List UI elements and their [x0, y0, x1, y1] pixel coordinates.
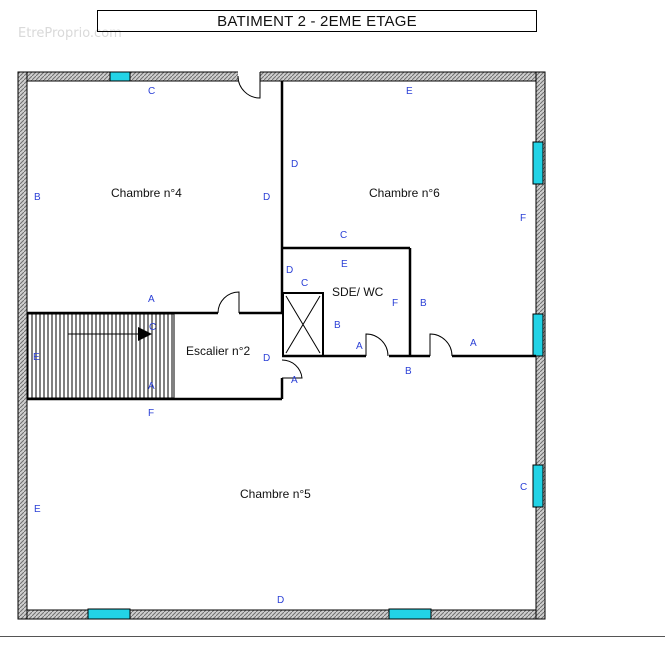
door-chambre6 — [429, 333, 453, 357]
door-stair-small — [281, 359, 303, 379]
wall-letter: F — [148, 408, 154, 419]
doors — [217, 72, 453, 379]
windows — [87, 71, 544, 620]
wall-letters: C B D A E D F C E D C F B A B E C A D A … — [33, 86, 527, 606]
wall-letter: A — [470, 338, 477, 349]
wall-letter: A — [356, 341, 363, 352]
watermark: EtreProprio.com — [18, 26, 122, 41]
wall-letter: D — [277, 595, 284, 606]
window-top — [109, 71, 131, 82]
window-bottom-2 — [388, 608, 432, 620]
label-sde-wc: SDE/ WC — [332, 285, 384, 299]
label-escalier: Escalier n°2 — [186, 344, 250, 358]
wall-letter: D — [291, 159, 298, 170]
door-top — [237, 72, 261, 99]
label-chambre6: Chambre n°6 — [369, 186, 440, 200]
wall-letter: F — [392, 298, 398, 309]
wall-letter: F — [520, 213, 526, 224]
window-right-1 — [532, 141, 544, 185]
window-bottom-1 — [87, 608, 131, 620]
wall-letter: C — [148, 86, 155, 97]
wall-letter: E — [406, 86, 413, 97]
label-chambre5: Chambre n°5 — [240, 487, 311, 501]
wall-letter: C — [520, 482, 527, 493]
wall-letter: C — [340, 230, 347, 241]
window-right-2 — [532, 313, 544, 357]
wall-letter: C — [301, 278, 308, 289]
wall-letter: B — [405, 366, 412, 377]
wall-letter: E — [34, 504, 41, 515]
door-sde — [365, 333, 389, 357]
window-right-3 — [532, 464, 544, 508]
wall-letter: B — [34, 192, 41, 203]
wall-letter: C — [149, 322, 156, 333]
wall-letter: A — [148, 381, 155, 392]
label-chambre4: Chambre n°4 — [111, 186, 182, 200]
wall-letter: A — [148, 294, 155, 305]
wall-letter: D — [263, 353, 270, 364]
wall-letter: B — [420, 298, 427, 309]
wall-letter: E — [33, 352, 40, 363]
wall-letter: B — [334, 320, 341, 331]
shaft-box — [282, 292, 324, 357]
door-chambre4-stair — [217, 291, 240, 314]
wall-letter: D — [286, 265, 293, 276]
bottom-rule — [0, 636, 665, 637]
wall-letter: D — [263, 192, 270, 203]
staircase — [27, 313, 175, 399]
wall-letter: E — [341, 259, 348, 270]
wall-letter: A — [291, 375, 298, 386]
plan-title: BATIMENT 2 - 2EME ETAGE — [97, 10, 537, 32]
